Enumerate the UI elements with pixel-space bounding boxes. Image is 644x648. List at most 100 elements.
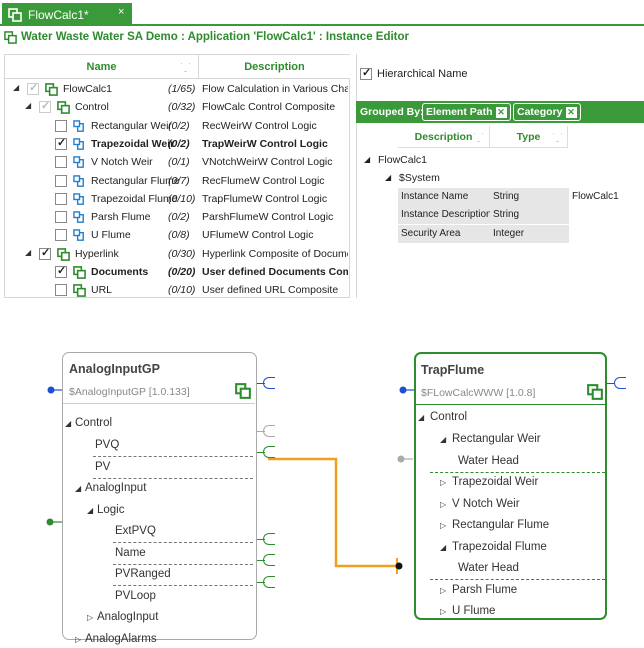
tree-row[interactable]: Documents(0/20)User defined Documents Co… bbox=[5, 263, 349, 281]
expand-arrow-icon[interactable]: ◢ bbox=[440, 543, 447, 552]
node-row-label: Rectangular Flume bbox=[452, 519, 550, 531]
row-name: Rectangular Flume bbox=[91, 174, 180, 187]
tree-row[interactable]: ◢ Hyperlink (0/30) Hyperlink Composite of D… bbox=[5, 245, 349, 263]
logic-icon bbox=[73, 156, 86, 169]
hierarchical-checkbox[interactable] bbox=[360, 66, 372, 80]
tree-row[interactable]: Parsh Flume(0/2)ParshFlumeW Control Logi… bbox=[5, 208, 349, 226]
hierarchical-name-toggle[interactable]: Hierarchical Name bbox=[360, 66, 467, 80]
port-stub bbox=[607, 383, 615, 384]
close-icon[interactable]: ✕ bbox=[565, 106, 577, 118]
row-name: U Flume bbox=[91, 229, 131, 242]
row-checkbox[interactable] bbox=[39, 99, 51, 114]
row-checkbox[interactable] bbox=[55, 192, 67, 205]
expand-arrow-icon[interactable]: ◢ bbox=[418, 413, 425, 422]
expand-arrow-icon[interactable]: ▷ bbox=[440, 521, 447, 530]
expand-arrow-icon[interactable]: ◢ bbox=[75, 484, 82, 493]
row-name: Trapezoidal Weir bbox=[91, 137, 175, 150]
node-subtitle: $AnalogInputGP [1.0.133] bbox=[69, 386, 190, 398]
node-row-label: PV bbox=[95, 461, 111, 473]
node-row-label: Control bbox=[75, 417, 113, 429]
row-name: FlowCalc1 bbox=[63, 83, 113, 95]
expand-arrow-icon[interactable]: ◢ bbox=[13, 83, 20, 92]
row-description: FlowCalc Control Composite bbox=[202, 101, 336, 114]
property-value[interactable]: FlowCalc1 bbox=[572, 191, 619, 202]
row-checkbox[interactable] bbox=[55, 264, 67, 278]
row-name: URL bbox=[91, 284, 113, 297]
column-header-description[interactable]: Description bbox=[198, 55, 350, 79]
row-checkbox[interactable] bbox=[55, 174, 67, 187]
composite-icon[interactable] bbox=[235, 383, 251, 399]
chip-category[interactable]: Category ✕ bbox=[513, 103, 581, 121]
row-divider bbox=[113, 564, 253, 565]
tree-row[interactable]: Rectangular Weir(0/2)RecWeirW Control Lo… bbox=[5, 117, 349, 135]
row-count: (0/30) bbox=[168, 247, 196, 260]
logic-icon bbox=[73, 119, 86, 133]
chip-element-path[interactable]: Element Path ✕ bbox=[422, 103, 511, 121]
logic-icon bbox=[73, 229, 86, 242]
logic-icon bbox=[73, 138, 86, 151]
row-checkbox[interactable] bbox=[55, 119, 67, 132]
node-trapflume[interactable]: TrapFlume $FLowCalcWWW [1.0.8] ◢Control◢… bbox=[414, 352, 607, 620]
node-row-label: AnalogAlarms bbox=[85, 633, 157, 645]
tree-row[interactable]: U Flume (0/8) UFlumeW Control Logic bbox=[5, 226, 349, 244]
expand-arrow-icon[interactable]: ◢ bbox=[65, 419, 72, 428]
close-icon[interactable]: ✕ bbox=[495, 106, 507, 118]
row-name: Parsh Flume bbox=[91, 211, 151, 224]
row-checkbox[interactable] bbox=[55, 284, 67, 297]
node-row-label: Parsh Flume bbox=[452, 584, 518, 596]
row-checkbox[interactable] bbox=[55, 156, 67, 169]
tree-row[interactable]: ◢ FlowCalc1 (1/65) Flow Calculation in Vari… bbox=[5, 80, 349, 98]
node-row-label: Name bbox=[115, 547, 146, 559]
column-header-name[interactable]: Name bbox=[5, 55, 198, 79]
row-description: Flow Calculation in Various Channe bbox=[202, 83, 348, 95]
expand-arrow-icon[interactable]: ◢ bbox=[25, 101, 32, 111]
composite-icon[interactable] bbox=[587, 384, 603, 400]
composite-icon bbox=[57, 247, 70, 261]
port-dot bbox=[397, 455, 405, 463]
tree-row[interactable]: Trapezoidal Weir(0/2)TrapWeirW Control L… bbox=[5, 135, 349, 153]
port-dot bbox=[46, 518, 54, 526]
expand-arrow-icon[interactable]: ◢ bbox=[440, 435, 447, 444]
row-count: (1/65) bbox=[168, 83, 196, 95]
row-checkbox[interactable] bbox=[55, 136, 67, 150]
column-header-description-right[interactable]: Description bbox=[398, 126, 490, 148]
tab-title: FlowCalc1* bbox=[28, 7, 89, 22]
tab-close-icon[interactable]: × bbox=[118, 6, 125, 18]
property-type: String bbox=[490, 188, 569, 206]
row-description: UFlumeW Control Logic bbox=[202, 229, 314, 242]
tree-row[interactable]: Rectangular Flume(0/7)RecFlumeW Control … bbox=[5, 172, 349, 190]
expand-arrow-icon[interactable]: ▷ bbox=[440, 607, 447, 616]
tree-row[interactable]: V Notch Weir(0/1)VNotchWeirW Control Log… bbox=[5, 153, 349, 171]
expand-arrow-icon[interactable]: ▷ bbox=[440, 586, 447, 595]
column-header-type[interactable]: Type bbox=[490, 126, 568, 148]
expand-arrow-icon[interactable]: ▷ bbox=[440, 478, 447, 487]
composite-icon bbox=[8, 7, 22, 22]
expand-arrow-icon[interactable]: ▷ bbox=[440, 500, 447, 509]
expand-arrow-icon[interactable]: ▷ bbox=[75, 635, 82, 644]
expand-arrow-icon[interactable]: ◢ bbox=[87, 506, 94, 515]
row-checkbox[interactable] bbox=[27, 81, 39, 95]
row-name: Hyperlink bbox=[75, 247, 119, 260]
tree-row[interactable]: ◢Control(0/32)FlowCalc Control Composite bbox=[5, 98, 349, 116]
row-checkbox[interactable] bbox=[55, 211, 67, 224]
row-divider bbox=[93, 478, 253, 479]
row-divider bbox=[430, 579, 605, 580]
row-count: (0/2) bbox=[168, 211, 190, 224]
output-port[interactable] bbox=[614, 377, 626, 389]
node-divider bbox=[416, 404, 605, 405]
row-checkbox[interactable] bbox=[39, 246, 51, 260]
tab-flowcalc1[interactable]: FlowCalc1* bbox=[2, 3, 132, 26]
expand-arrow-icon[interactable]: ◢ bbox=[364, 155, 371, 164]
row-count: (0/8) bbox=[168, 229, 190, 242]
node-title: AnalogInputGP bbox=[69, 362, 160, 376]
row-checkbox[interactable] bbox=[55, 229, 67, 242]
row-divider bbox=[113, 542, 253, 543]
tree-row[interactable]: Trapezoidal Flume(0/10)TrapFlumeW Contro… bbox=[5, 190, 349, 208]
node-analoginputgp[interactable]: AnalogInputGP $AnalogInputGP [1.0.133] ◢… bbox=[62, 352, 257, 645]
expand-arrow-icon[interactable]: ◢ bbox=[25, 247, 32, 257]
row-description: Hyperlink Composite of Documents bbox=[202, 247, 348, 260]
expand-arrow-icon[interactable]: ◢ bbox=[385, 173, 392, 182]
node-row-label: ExtPVQ bbox=[115, 525, 156, 537]
expand-arrow-icon[interactable]: ▷ bbox=[87, 613, 94, 622]
tree-row[interactable]: URL(0/10)User defined URL Composite bbox=[5, 281, 349, 299]
